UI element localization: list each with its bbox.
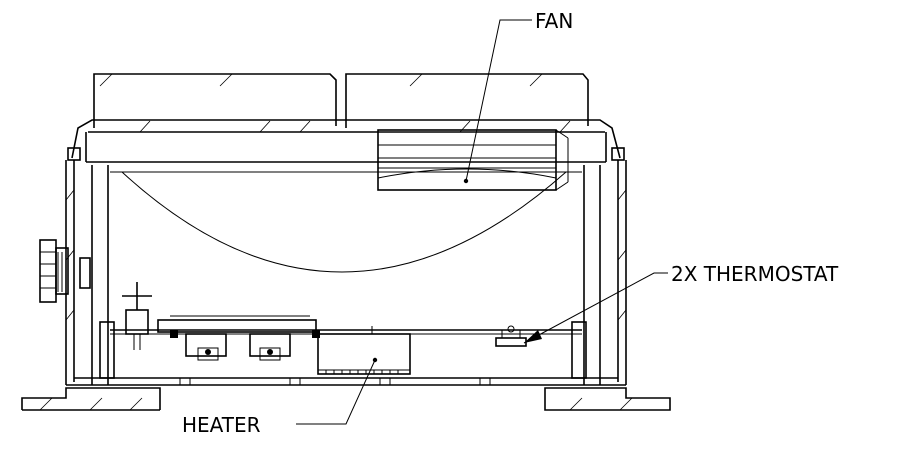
fan-label: FAN (535, 9, 573, 33)
circuit-board (99, 282, 587, 379)
callout-thermostat: 2X THERMOSTAT (523, 262, 839, 344)
thermostat-label: 2X THERMOSTAT (671, 262, 839, 286)
thermostat (495, 325, 527, 347)
mounting-feet (21, 378, 671, 411)
enclosure-body (65, 160, 627, 386)
heater (317, 333, 411, 375)
callout-fan: FAN (465, 9, 573, 182)
callout-heater: HEATER (182, 359, 376, 437)
fan (377, 129, 569, 191)
lid (67, 73, 625, 163)
heater-label: HEATER (182, 413, 261, 437)
side-knob (39, 239, 91, 303)
